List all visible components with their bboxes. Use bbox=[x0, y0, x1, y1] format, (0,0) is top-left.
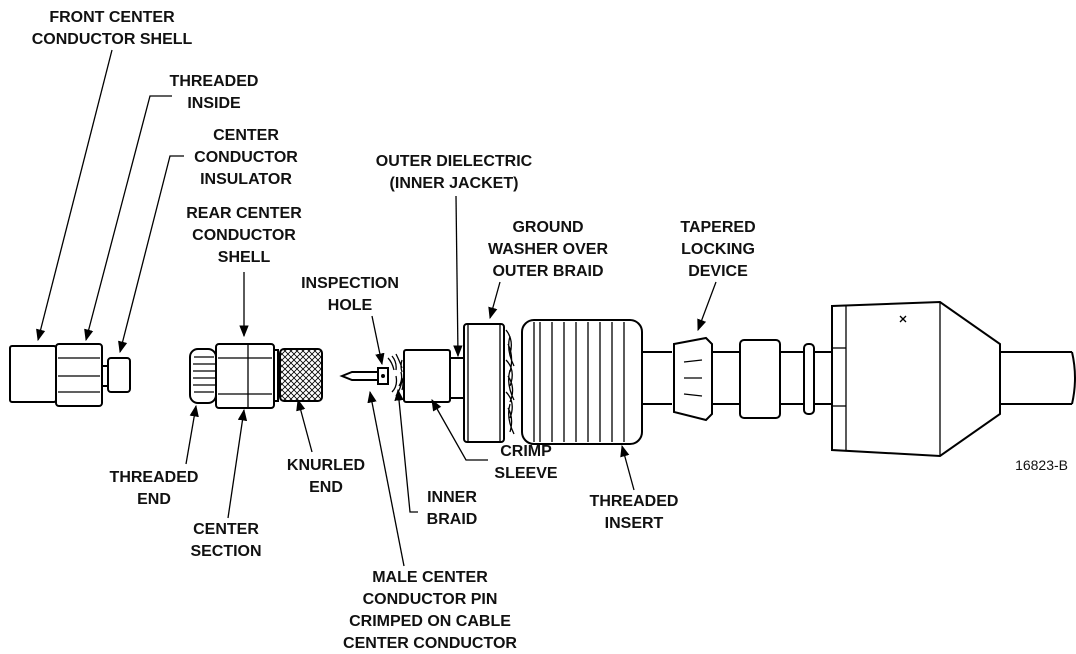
svg-text:OUTER DIELECTRIC: OUTER DIELECTRIC bbox=[376, 153, 533, 170]
svg-text:REAR CENTER: REAR CENTER bbox=[186, 205, 302, 222]
svg-text:CENTER: CENTER bbox=[193, 521, 259, 538]
svg-text:SLEEVE: SLEEVE bbox=[494, 465, 557, 482]
label-outer-dielectric: OUTER DIELECTRIC (INNER JACKET) bbox=[376, 153, 533, 192]
label-crimp-sleeve: CRIMP SLEEVE bbox=[494, 443, 557, 482]
svg-text:GROUND: GROUND bbox=[512, 219, 583, 236]
svg-text:(INNER JACKET): (INNER JACKET) bbox=[390, 175, 519, 192]
svg-text:INSPECTION: INSPECTION bbox=[301, 275, 399, 292]
svg-text:THREADED: THREADED bbox=[590, 493, 679, 510]
svg-text:SHELL: SHELL bbox=[218, 249, 271, 266]
svg-text:LOCKING: LOCKING bbox=[681, 241, 755, 258]
center-conductor-insulator bbox=[107, 357, 131, 393]
label-threaded-insert: THREADED INSERT bbox=[590, 493, 679, 532]
svg-text:CONDUCTOR: CONDUCTOR bbox=[194, 149, 298, 166]
label-male-center-conductor-pin: MALE CENTER CONDUCTOR PIN CRIMPED ON CAB… bbox=[343, 569, 517, 652]
svg-text:BRAID: BRAID bbox=[427, 511, 478, 528]
svg-text:CRIMPED ON CABLE: CRIMPED ON CABLE bbox=[349, 613, 511, 630]
svg-text:INNER: INNER bbox=[427, 489, 477, 506]
svg-text:MALE CENTER: MALE CENTER bbox=[372, 569, 488, 586]
svg-text:INSIDE: INSIDE bbox=[187, 95, 241, 112]
svg-text:SECTION: SECTION bbox=[190, 543, 261, 560]
svg-text:THREADED: THREADED bbox=[110, 469, 199, 486]
svg-text:CRIMP: CRIMP bbox=[500, 443, 552, 460]
label-threaded-end: THREADED END bbox=[110, 469, 199, 508]
label-front-center-conductor-shell: FRONT CENTER CONDUCTOR SHELL bbox=[32, 9, 193, 48]
svg-text:CENTER CONDUCTOR: CENTER CONDUCTOR bbox=[343, 635, 517, 652]
svg-text:FRONT CENTER: FRONT CENTER bbox=[49, 9, 175, 26]
male-center-conductor-pin bbox=[339, 367, 389, 385]
svg-text:END: END bbox=[309, 479, 343, 496]
svg-text:TAPERED: TAPERED bbox=[680, 219, 755, 236]
crimp-sleeve bbox=[403, 349, 465, 403]
svg-text:DEVICE: DEVICE bbox=[688, 263, 748, 280]
figure-code: 16823-B bbox=[1015, 457, 1068, 473]
ground-washer bbox=[463, 323, 515, 443]
front-center-conductor-shell bbox=[9, 343, 109, 407]
inner-braid bbox=[387, 353, 404, 397]
svg-text:KNURLED: KNURLED bbox=[287, 457, 365, 474]
label-rear-center-conductor-shell: REAR CENTER CONDUCTOR SHELL bbox=[186, 205, 302, 266]
label-threaded-inside: THREADED INSIDE bbox=[170, 73, 259, 112]
label-inspection-hole: INSPECTION HOLE bbox=[301, 275, 399, 314]
svg-text:INSULATOR: INSULATOR bbox=[200, 171, 292, 188]
label-tapered-locking-device: TAPERED LOCKING DEVICE bbox=[680, 219, 755, 280]
threaded-insert bbox=[521, 319, 643, 445]
label-ground-washer: GROUND WASHER OVER OUTER BRAID bbox=[488, 219, 608, 280]
svg-text:HOLE: HOLE bbox=[328, 297, 373, 314]
label-center-section: CENTER SECTION bbox=[190, 521, 261, 560]
svg-text:CONDUCTOR: CONDUCTOR bbox=[192, 227, 296, 244]
svg-text:INSERT: INSERT bbox=[605, 515, 664, 532]
svg-text:CONDUCTOR SHELL: CONDUCTOR SHELL bbox=[32, 31, 193, 48]
rear-center-conductor-shell bbox=[189, 343, 323, 409]
svg-text:WASHER OVER: WASHER OVER bbox=[488, 241, 608, 258]
svg-text:THREADED: THREADED bbox=[170, 73, 259, 90]
label-knurled-end: KNURLED END bbox=[287, 457, 365, 496]
svg-text:CONDUCTOR PIN: CONDUCTOR PIN bbox=[363, 591, 498, 608]
label-center-conductor-insulator: CENTER CONDUCTOR INSULATOR bbox=[194, 127, 298, 188]
leader-lines bbox=[36, 49, 717, 567]
label-inner-braid: INNER BRAID bbox=[427, 489, 478, 528]
svg-text:OUTER BRAID: OUTER BRAID bbox=[492, 263, 603, 280]
svg-text:CENTER: CENTER bbox=[213, 127, 279, 144]
cable bbox=[642, 300, 1076, 458]
svg-text:END: END bbox=[137, 491, 171, 508]
